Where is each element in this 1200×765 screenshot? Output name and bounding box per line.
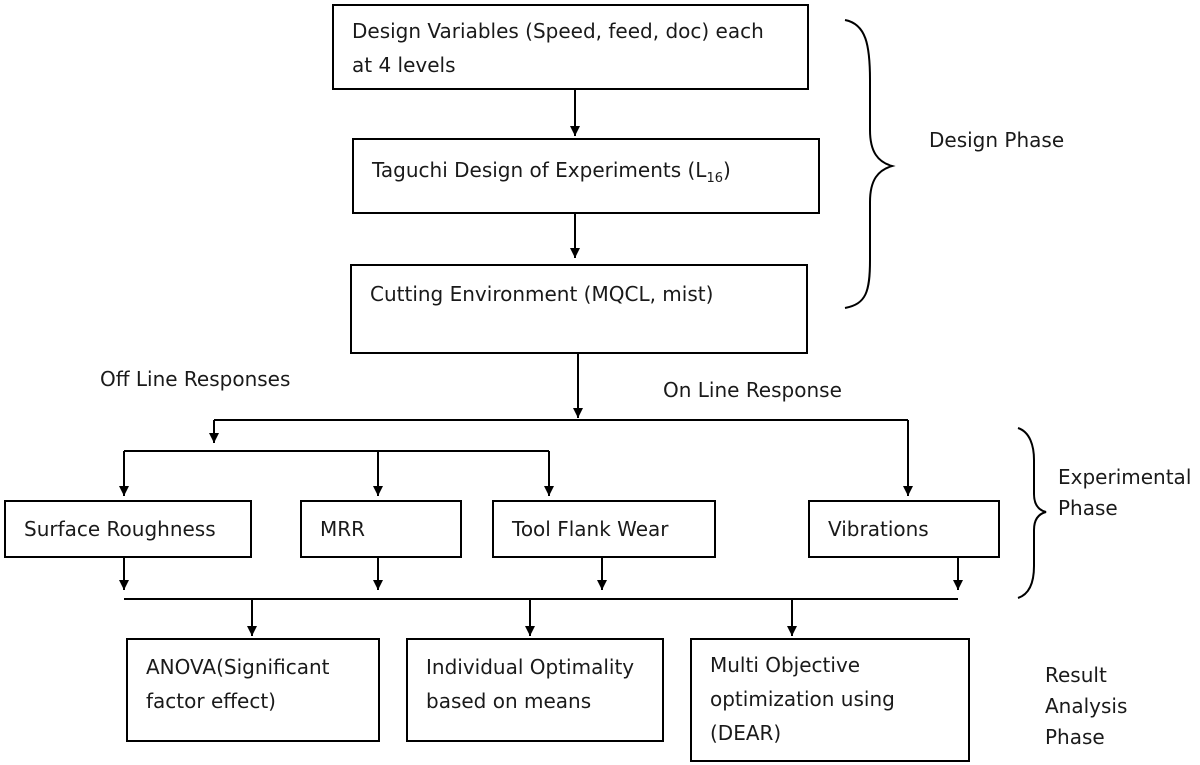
design-variables-line-1: Design Variables (Speed, feed, doc) each: [352, 19, 764, 43]
tool-flank-wear-box: Tool Flank Wear: [492, 500, 716, 558]
multi-objective-line-2: optimization using: [710, 687, 895, 711]
anova-line-1: ANOVA(Significant: [146, 655, 330, 679]
surface-roughness-box: Surface Roughness: [4, 500, 252, 558]
individual-optimality-line-2: based on means: [426, 689, 592, 713]
surface-roughness-label: Surface Roughness: [24, 517, 216, 541]
multi-objective-box: Multi Objective optimization using (DEAR…: [690, 638, 970, 762]
vibrations-label: Vibrations: [828, 517, 929, 541]
design-variables-box: Design Variables (Speed, feed, doc) each…: [332, 4, 809, 90]
tool-flank-wear-label: Tool Flank Wear: [512, 517, 669, 541]
experimental-phase-line-2: Phase: [1058, 496, 1118, 520]
design-variables-line-2: at 4 levels: [352, 53, 456, 77]
design-phase-brace: [844, 19, 896, 309]
online-response-label: On Line Response: [663, 378, 842, 402]
anova-box: ANOVA(Significant factor effect): [126, 638, 380, 742]
individual-optimality-line-1: Individual Optimality: [426, 655, 635, 679]
result-phase-line-3: Phase: [1045, 725, 1105, 749]
multi-objective-line-3: (DEAR): [710, 721, 782, 745]
anova-line-2: factor effect): [146, 689, 276, 713]
cutting-environment-box: Cutting Environment (MQCL, mist): [350, 264, 808, 354]
design-phase-label: Design Phase: [929, 128, 1065, 152]
result-phase-line-2: Analysis: [1045, 694, 1128, 718]
vibrations-box: Vibrations: [808, 500, 1000, 558]
experimental-phase-line-1: Experimental: [1058, 465, 1192, 489]
taguchi-design-box: Taguchi Design of Experiments (L16): [352, 138, 820, 214]
experimental-phase-label: Experimental Phase: [1058, 462, 1191, 524]
mrr-label: MRR: [320, 517, 366, 541]
individual-optimality-box: Individual Optimality based on means: [406, 638, 664, 742]
taguchi-design-label: Taguchi Design of Experiments (L16): [372, 158, 731, 186]
cutting-environment-label: Cutting Environment (MQCL, mist): [370, 282, 714, 306]
result-phase-line-1: Result: [1045, 663, 1107, 687]
offline-responses-label: Off Line Responses: [100, 367, 291, 391]
result-analysis-phase-label: Result Analysis Phase: [1045, 660, 1127, 753]
multi-objective-line-1: Multi Objective: [710, 653, 861, 677]
mrr-box: MRR: [300, 500, 462, 558]
experimental-phase-brace: [1017, 427, 1047, 599]
